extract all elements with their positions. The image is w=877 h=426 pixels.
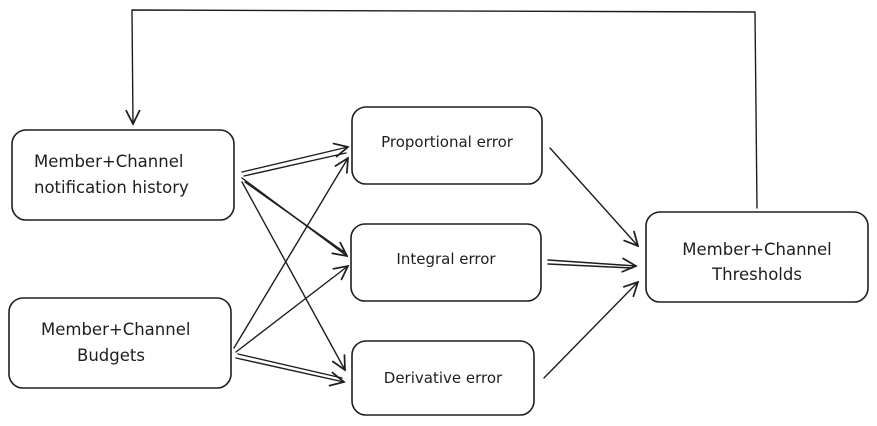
edge-sketch-stroke bbox=[244, 181, 345, 253]
node-label-line2: Budgets bbox=[77, 346, 145, 365]
node-label-line1: Member+Channel bbox=[682, 240, 831, 259]
edge-sketch-stroke bbox=[243, 152, 347, 177]
node-label-line1: Member+Channel bbox=[34, 152, 183, 171]
node-label-line1: Member+Channel bbox=[41, 320, 190, 339]
node-box bbox=[350, 223, 542, 302]
node-box bbox=[351, 106, 543, 185]
node-label-line2: notification history bbox=[34, 178, 189, 197]
node-integral-error: Integral error bbox=[350, 223, 542, 302]
node-box bbox=[351, 340, 535, 416]
node-label: Integral error bbox=[396, 250, 496, 268]
edge-history-to-derivative bbox=[241, 181, 345, 370]
edge-proportional-to-thresholds bbox=[549, 147, 638, 246]
node-notification-history: Member+Channel notification history bbox=[11, 129, 235, 221]
edges bbox=[132, 9, 758, 382]
node-derivative-error: Derivative error bbox=[351, 340, 535, 416]
edge-derivative-to-thresholds bbox=[543, 282, 638, 379]
node-box bbox=[645, 211, 869, 303]
node-budgets: Member+Channel Budgets bbox=[8, 297, 232, 389]
node-label-line2: Thresholds bbox=[711, 265, 802, 284]
edge-history-to-proportional bbox=[241, 147, 348, 173]
node-label: Derivative error bbox=[384, 369, 503, 387]
edge-integral-to-thresholds bbox=[547, 260, 636, 266]
node-box bbox=[11, 129, 235, 221]
node-thresholds: Member+Channel Thresholds bbox=[645, 211, 869, 303]
edge-budgets-to-integral bbox=[235, 266, 348, 353]
node-box bbox=[8, 297, 232, 389]
edge-budgets-to-proportional bbox=[233, 158, 348, 349]
edge-budgets-to-derivative bbox=[235, 357, 344, 382]
node-label: Proportional error bbox=[381, 133, 514, 151]
edge-thresholds-to-history bbox=[132, 9, 758, 209]
edge-sketch-stroke bbox=[547, 263, 633, 269]
node-proportional-error: Proportional error bbox=[351, 106, 543, 185]
edge-sketch-stroke bbox=[237, 353, 343, 379]
